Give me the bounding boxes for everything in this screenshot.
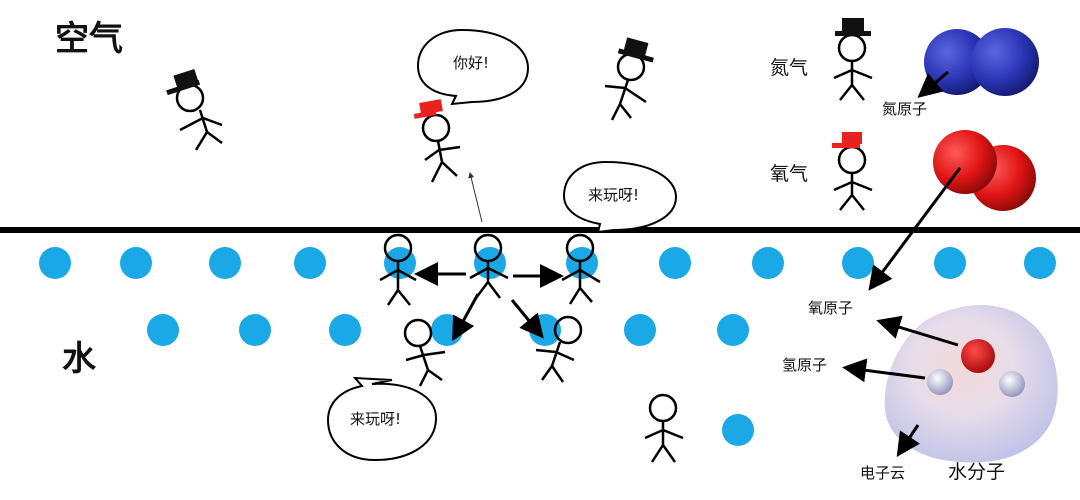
water-dot [659,247,691,279]
water-oxygen-arrow [876,315,959,347]
air-label: 空气 [55,19,123,59]
nitrogen-atom-label: 氮原子 [882,100,927,118]
speech-hello-text: 你好! [453,54,489,72]
speech-come-play-top-text: 来玩呀! [588,186,639,204]
speech-bubble-come-play-top: 来玩呀! [562,160,678,234]
black-hat-icon [617,37,654,63]
water-stick-figures [379,233,684,463]
water-dot [294,247,326,279]
electron-cloud-label: 电子云 [860,464,905,482]
water-dot [842,247,874,279]
black-hat-icon [166,68,201,96]
water-label: 水 [62,339,97,379]
water-dot [624,314,656,346]
nitrogen-molecule [924,28,1039,96]
water-dot [147,314,179,346]
oxygen-gas-label: 氧气 [770,163,808,185]
water-dot [722,414,754,446]
hydrogen-atom-label: 氢原子 [782,356,827,374]
rise-arrow [468,172,483,223]
nitrogen-gas-label: 氮气 [770,57,808,79]
water-dot [1024,247,1056,279]
red-hat-icon [413,99,443,119]
oxygen-atom-arrow [868,167,962,291]
water-dot [752,247,784,279]
speech-bubble-hello: 你好! [416,28,530,106]
water-dot [39,247,71,279]
water-dot [239,314,271,346]
hydrogen-atom-arrow [842,358,926,383]
stick-figure-oxygen [833,145,873,211]
speech-come-play-bottom-text: 来玩呀! [350,410,401,428]
water-molecule [884,304,1058,463]
stick-figure-red-hat [421,113,461,183]
water-dot [329,314,361,346]
water-dot [717,314,749,346]
interaction-arrows [414,262,564,342]
water-dot [209,247,241,279]
nitrogen-atom-arrow [917,70,949,98]
water-molecule-label: 水分子 [948,461,1005,483]
red-hat-icon [832,132,862,148]
stick-figure-black-hat [175,83,223,151]
speech-bubble-come-play-bottom: 来玩呀! [326,376,438,462]
black-hat-icon [835,18,871,36]
water-dot [120,247,152,279]
stick-figure-black-hat [604,52,647,121]
oxygen-atom-label-upper: 氧原子 [808,299,853,317]
water-dot [934,247,966,279]
stick-figure-nitrogen [833,33,873,101]
oxygen-molecule [933,130,1036,211]
electron-cloud-arrow [896,424,920,457]
